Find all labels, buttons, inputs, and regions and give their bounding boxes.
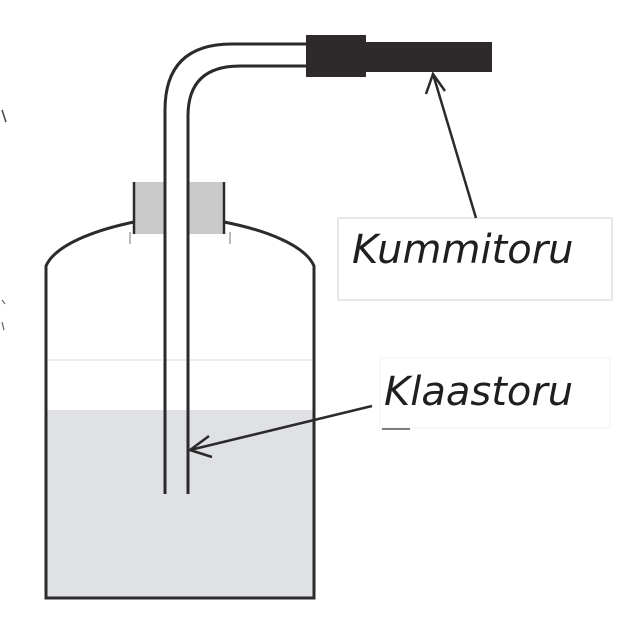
edge-artifacts (1, 109, 7, 331)
glass-tube (163, 42, 306, 494)
rubber-tube (306, 35, 492, 77)
bottle-outline (44, 220, 316, 600)
glass-tube-label-box (379, 357, 611, 429)
rubber-tube-label: Kummitoru (352, 227, 574, 273)
liquid (47, 410, 314, 598)
glass-tube-label: Klaastoru (384, 369, 573, 415)
rubber-tube-arrow (424, 71, 478, 219)
rubber-tube-label-box (337, 217, 613, 301)
glass-tube-arrow (187, 404, 373, 459)
